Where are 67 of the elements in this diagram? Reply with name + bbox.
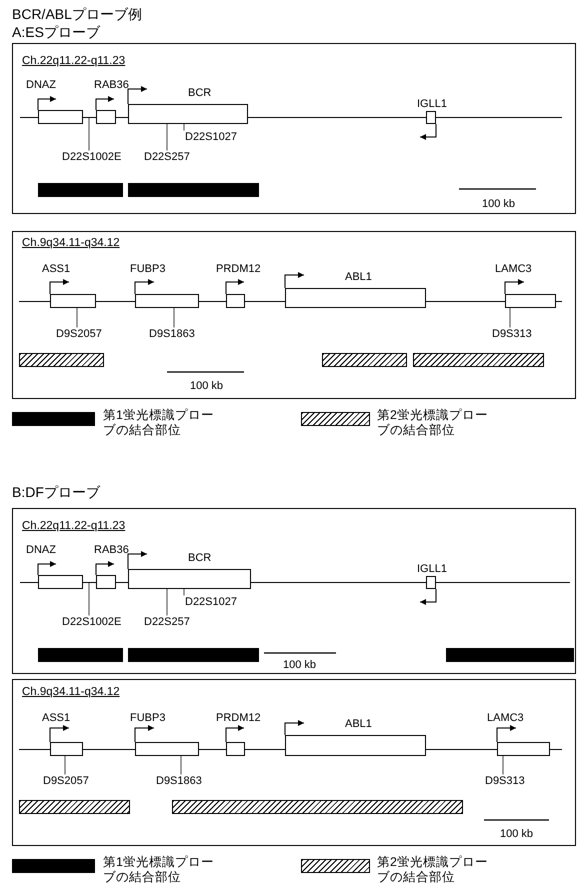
gene-name: ABL1	[345, 718, 372, 730]
gene-name: ABL1	[345, 270, 372, 284]
leader-line	[64, 756, 66, 775]
leader-line	[502, 756, 504, 775]
gene-name: DNAZ	[26, 78, 56, 92]
legend-text: 第1蛍光標識プローブの結合部位	[103, 855, 215, 885]
gene-name: PRDM12	[216, 712, 261, 724]
section-heading: A:ESプローブ	[12, 23, 100, 41]
gene-name: BCR	[188, 86, 212, 100]
marker-label: D22S1027	[185, 596, 237, 608]
gene-name: RAB36	[94, 544, 129, 556]
chromosome-panel	[12, 43, 576, 214]
probe-bar	[128, 183, 259, 197]
gene-name: LAMC3	[495, 262, 532, 276]
leader-line	[88, 582, 90, 616]
scale-label: 100 kb	[190, 378, 224, 394]
legend-text: 第1蛍光標識プローブの結合部位	[103, 408, 215, 438]
chromosome-label: Ch.9q34.11-q34.12	[22, 685, 120, 699]
marker-label: D22S1002E	[62, 616, 122, 628]
probe-bar	[128, 648, 259, 662]
hatched-probe-bar	[19, 800, 130, 814]
chromosome-label: Ch.22q11.22-q11.23	[22, 54, 126, 68]
probe-bar	[446, 648, 574, 662]
marker-label: D9S313	[492, 328, 532, 340]
scale-label: 100 kb	[500, 826, 534, 842]
diagram-title: BCR/ABLプローブ例	[12, 5, 142, 23]
marker-label: D22S1027	[185, 130, 237, 144]
probe-bar	[38, 183, 123, 197]
gene-name: FUBP3	[130, 712, 166, 724]
chromosome-panel	[12, 679, 576, 846]
gene-name: FUBP3	[130, 262, 166, 276]
hatched-probe-bar	[19, 353, 104, 367]
probe-bar	[38, 648, 123, 662]
chromosome-label: Ch.9q34.11-q34.12	[22, 236, 120, 250]
marker-label: D9S2057	[43, 774, 89, 788]
scale-label: 100 kb	[482, 196, 516, 212]
chromosome-panel	[12, 231, 576, 399]
gene-name: ASS1	[42, 712, 70, 724]
gene-name: IGLL1	[417, 98, 447, 110]
gene-name: BCR	[188, 552, 212, 564]
hatched-probe-bar	[322, 353, 407, 367]
marker-label: D9S1863	[156, 774, 202, 788]
leader-line	[166, 124, 168, 151]
scale-label: 100 kb	[283, 658, 316, 672]
gene-name: DNAZ	[26, 544, 56, 556]
hatched-probe-bar	[413, 353, 544, 367]
marker-label: D22S257	[144, 150, 190, 164]
legend-text: 第2蛍光標識プローブの結合部位	[377, 408, 489, 438]
marker-label: D9S2057	[56, 328, 102, 340]
leader-line	[166, 588, 168, 616]
marker-label: D22S1002E	[62, 150, 122, 164]
gene-name: RAB36	[94, 78, 129, 92]
legend-text: 第2蛍光標識プローブの結合部位	[377, 855, 489, 885]
chromosome-panel	[12, 508, 576, 674]
marker-label: D9S313	[485, 774, 525, 788]
section-heading: B:DFプローブ	[12, 483, 100, 501]
gene-name: PRDM12	[216, 262, 261, 276]
hatched-probe-bar	[172, 800, 463, 814]
gene-name: ASS1	[42, 262, 70, 276]
leader-line	[180, 756, 182, 775]
gene-name: IGLL1	[417, 562, 447, 576]
gene-name: LAMC3	[487, 712, 524, 724]
leader-line	[76, 308, 78, 328]
marker-label: D22S257	[144, 616, 190, 628]
marker-label: D9S1863	[149, 328, 195, 340]
leader-line	[88, 116, 90, 151]
chromosome-label: Ch.22q11.22-q11.23	[22, 519, 126, 533]
